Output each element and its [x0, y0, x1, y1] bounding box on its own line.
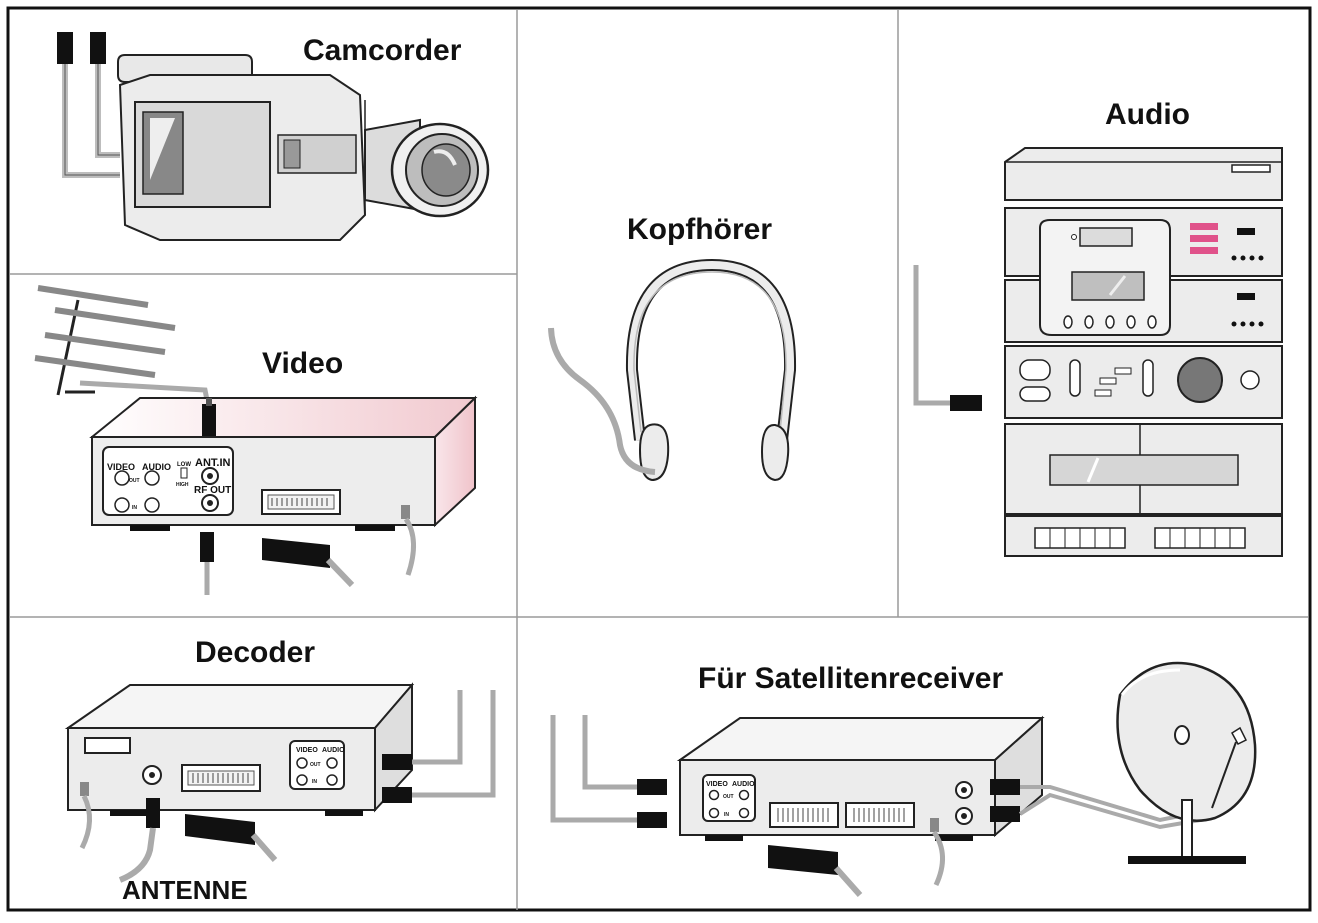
plug-icon	[382, 754, 412, 770]
plug-icon	[90, 32, 106, 64]
satellite-jack-label-in: IN	[724, 812, 729, 818]
audio-illustration	[913, 147, 1283, 557]
camcorder-title: Camcorder	[303, 34, 462, 67]
antenna-icon	[34, 285, 176, 396]
satellite-jack-label-out: OUT	[723, 794, 734, 800]
satellite-illustration	[550, 661, 1257, 897]
satellite-jack-label-video: VIDEO	[706, 781, 728, 788]
satellite-dish-icon	[1116, 661, 1257, 864]
satellite-jack-label-audio: AUDIO	[732, 781, 755, 788]
plug-icon	[146, 798, 160, 828]
plug-icon	[200, 532, 214, 562]
decoder-jack-label-in: IN	[312, 779, 317, 785]
decoder-jack-label-video: VIDEO	[296, 747, 318, 754]
camcorder-illustration	[57, 32, 490, 241]
decoder-antenna-label: ANTENNE	[122, 875, 248, 905]
scart-plug-icon	[768, 845, 838, 875]
video-jack-label-out: OUT	[129, 478, 140, 484]
plug-icon	[637, 779, 667, 795]
plug-icon	[990, 779, 1020, 795]
plug-icon	[382, 787, 412, 803]
scart-plug-icon	[262, 538, 330, 568]
plug-icon	[637, 812, 667, 828]
video-jack-label-in: IN	[132, 505, 137, 511]
video-switch-label-high: HIGH	[176, 482, 189, 488]
decoder-jack-label-audio: AUDIO	[322, 747, 345, 754]
video-illustration	[34, 285, 478, 595]
plug-icon	[202, 404, 216, 436]
plug-icon	[57, 32, 73, 64]
headphones-illustration	[548, 258, 797, 482]
video-ant-in-label: ANT.IN	[195, 457, 231, 469]
scart-plug-icon	[185, 814, 255, 845]
video-rf-out-label: RF OUT	[194, 485, 231, 496]
decoder-jack-label-out: OUT	[310, 762, 321, 768]
video-jack-label-audio: AUDIO	[142, 462, 171, 472]
video-title: Video	[262, 347, 343, 380]
headphones-title: Kopfhörer	[627, 213, 772, 246]
decoder-illustration	[64, 682, 496, 883]
decoder-title: Decoder	[195, 636, 315, 669]
video-switch-label-low: LOW	[177, 462, 191, 468]
plug-icon	[990, 806, 1020, 822]
satellite-title: Für Satellitenreceiver	[698, 662, 1003, 695]
audio-title: Audio	[1105, 98, 1190, 131]
video-jack-label-video: VIDEO	[107, 462, 135, 472]
plug-icon	[950, 395, 982, 411]
